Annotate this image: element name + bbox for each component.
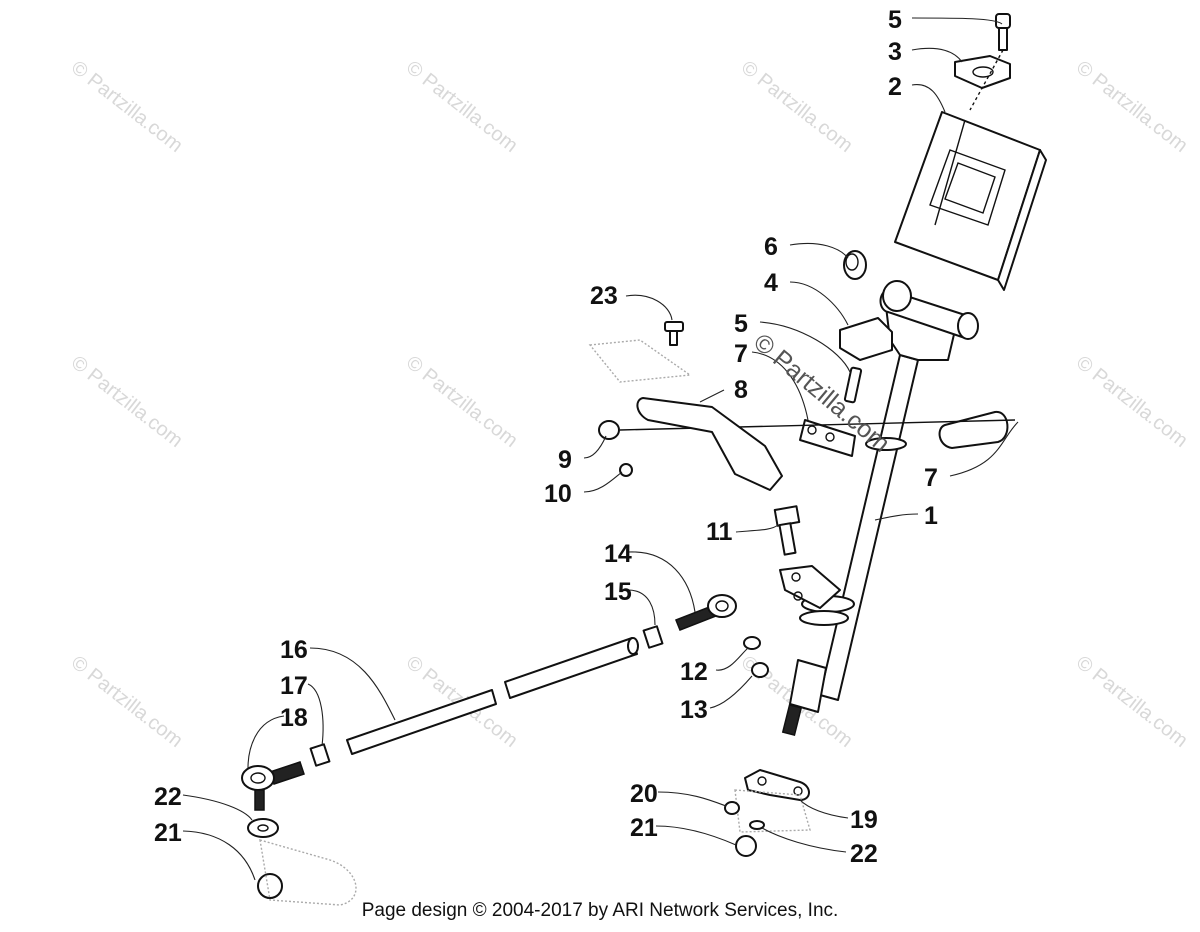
left-nut-part	[257, 873, 283, 899]
callout-21-right: 21	[630, 814, 658, 842]
pivot-bushing-part	[799, 419, 856, 457]
watermark: © Partzilla.com	[67, 352, 187, 452]
callout-10: 10	[544, 480, 572, 508]
tie-rod-end-part	[675, 594, 737, 631]
callout-6: 6	[764, 233, 778, 261]
watermark: © Partzilla.com	[402, 352, 522, 452]
callout-1: 1	[924, 502, 938, 530]
watermark: © Partzilla.com	[1072, 652, 1192, 752]
nut-13-part	[751, 662, 769, 678]
mounting-plate-part	[588, 339, 783, 491]
callout-14: 14	[604, 540, 632, 568]
callout-15: 15	[604, 578, 632, 606]
callout-9: 9	[558, 446, 572, 474]
bracket-bolt-part	[773, 505, 801, 556]
tie-rod-end-left-part	[241, 761, 305, 811]
watermark: © Partzilla.com	[402, 57, 522, 157]
callout-5-lower: 5	[734, 310, 748, 338]
callout-13: 13	[680, 696, 708, 724]
washer-part	[619, 463, 633, 477]
callout-7-upper: 7	[734, 340, 748, 368]
washer-12-part	[743, 636, 761, 650]
bottom-nut-part	[724, 801, 765, 857]
callout-labels: 5 3 2 6 4 23 5 7 8 9 10 7 1 11 14 15 16 …	[154, 6, 938, 868]
left-washer-part	[247, 818, 279, 838]
callout-22-left: 22	[154, 783, 182, 811]
callout-21-left: 21	[154, 819, 182, 847]
callout-7-right: 7	[924, 464, 938, 492]
steering-post-part	[779, 280, 979, 736]
jam-nut-part	[309, 625, 664, 767]
nut-part	[598, 420, 620, 440]
handlebar-clamp-part	[954, 55, 1011, 89]
post-bolt-part	[843, 366, 863, 404]
watermark: © Partzilla.com	[67, 652, 187, 752]
leader-lines	[182, 17, 1019, 881]
grommet-part	[843, 250, 867, 280]
copyright-footer: Page design © 2004-2017 by ARI Network S…	[361, 900, 839, 921]
callout-12: 12	[680, 658, 708, 686]
callout-2: 2	[888, 73, 902, 101]
callout-23: 23	[590, 282, 618, 310]
pivot-cap-part	[938, 411, 1009, 449]
clamp-bolt-part	[995, 13, 1011, 51]
callout-5: 5	[888, 6, 902, 34]
handlebar-pad-part	[894, 111, 1047, 291]
callout-17: 17	[280, 672, 308, 700]
watermark: © Partzilla.com	[737, 57, 857, 157]
callout-18: 18	[280, 704, 308, 732]
watermark: © Partzilla.com	[1072, 352, 1192, 452]
callout-4: 4	[764, 269, 778, 297]
callout-16: 16	[280, 636, 308, 664]
pitman-arm-part	[734, 769, 811, 833]
watermark: © Partzilla.com	[1072, 57, 1192, 157]
callout-11: 11	[706, 518, 733, 546]
callout-19: 19	[850, 806, 878, 834]
callout-22-right: 22	[850, 840, 878, 868]
watermark: © Partzilla.com	[67, 57, 187, 157]
callout-20: 20	[630, 780, 658, 808]
tie-rod-part	[346, 637, 639, 755]
callout-3: 3	[888, 38, 902, 66]
clamp-block-part	[839, 317, 893, 361]
screw-part	[664, 321, 684, 346]
callout-8: 8	[734, 376, 748, 404]
